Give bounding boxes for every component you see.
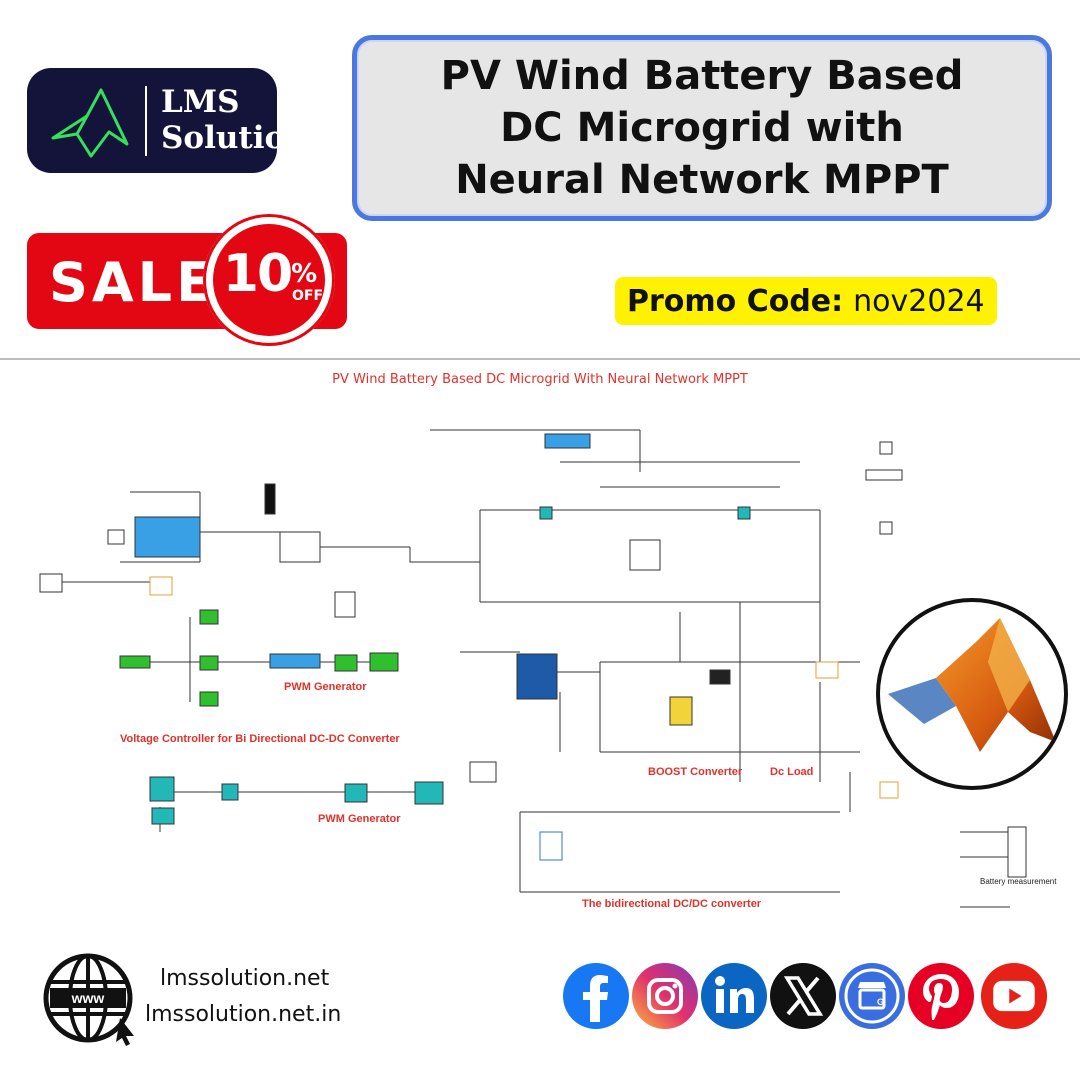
boost-converter-label: BOOST Converter [648,766,743,778]
diagram-title: PV Wind Battery Based DC Microgrid With … [332,372,748,387]
logo-line2: Solution [161,120,308,156]
instagram-icon[interactable] [631,962,699,1030]
discount-inner [213,224,325,336]
page-title: PV Wind Battery Based DC Microgrid with … [441,50,964,206]
discount-off: OFF [292,288,324,304]
logo-divider [145,86,147,156]
matlab-membrane-icon [888,618,1056,752]
title-line2: DC Microgrid with [500,105,904,151]
divider [0,358,1080,360]
matlab-logo-icon [51,88,129,158]
promo-value: nov2024 [853,283,985,319]
x-icon[interactable] [769,962,837,1030]
logo-line1: LMS [161,84,240,120]
globe-text: www [71,990,105,1006]
logo-text: LMS Solution [161,84,308,156]
lms-logo[interactable]: LMS Solution [27,68,308,173]
simulink-diagram: PWM Generator Voltage Controller for Bi … [39,429,1057,910]
pinterest-icon[interactable] [907,962,975,1030]
discount-number: 10% [213,244,325,304]
battery-measurement-label: Battery measurement [980,877,1057,886]
title-line1: PV Wind Battery Based [440,53,964,99]
globe-icon: www [43,953,134,1046]
voltage-controller-label: Voltage Controller for Bi Directional DC… [120,733,400,745]
discount-value: 10 [222,244,293,304]
bidirectional-converter-label: The bidirectional DC/DC converter [582,898,762,910]
dc-load-label: Dc Load [770,766,813,778]
pwm-generator-label-2: PWM Generator [318,813,401,825]
title-line3: Neural Network MPPT [455,157,949,203]
google-business-icon[interactable]: G [838,962,906,1030]
pwm-generator-label-1: PWM Generator [284,681,367,693]
website-link-2[interactable]: lmssolution.net.in [145,1002,342,1027]
svg-text:G: G [877,997,884,1007]
linkedin-icon[interactable] [700,962,768,1030]
matlab-logo [876,598,1068,790]
youtube-icon[interactable] [980,962,1048,1030]
website-link-1[interactable]: lmssolution.net [160,966,330,991]
promo-label: Promo Code: [627,283,844,319]
discount-percent: % [291,259,317,289]
facebook-icon[interactable] [562,962,630,1030]
promo-code: Promo Code: nov2024 [615,277,997,325]
sale-word: SALE [49,251,217,314]
title-banner: PV Wind Battery Based DC Microgrid with … [352,35,1052,221]
